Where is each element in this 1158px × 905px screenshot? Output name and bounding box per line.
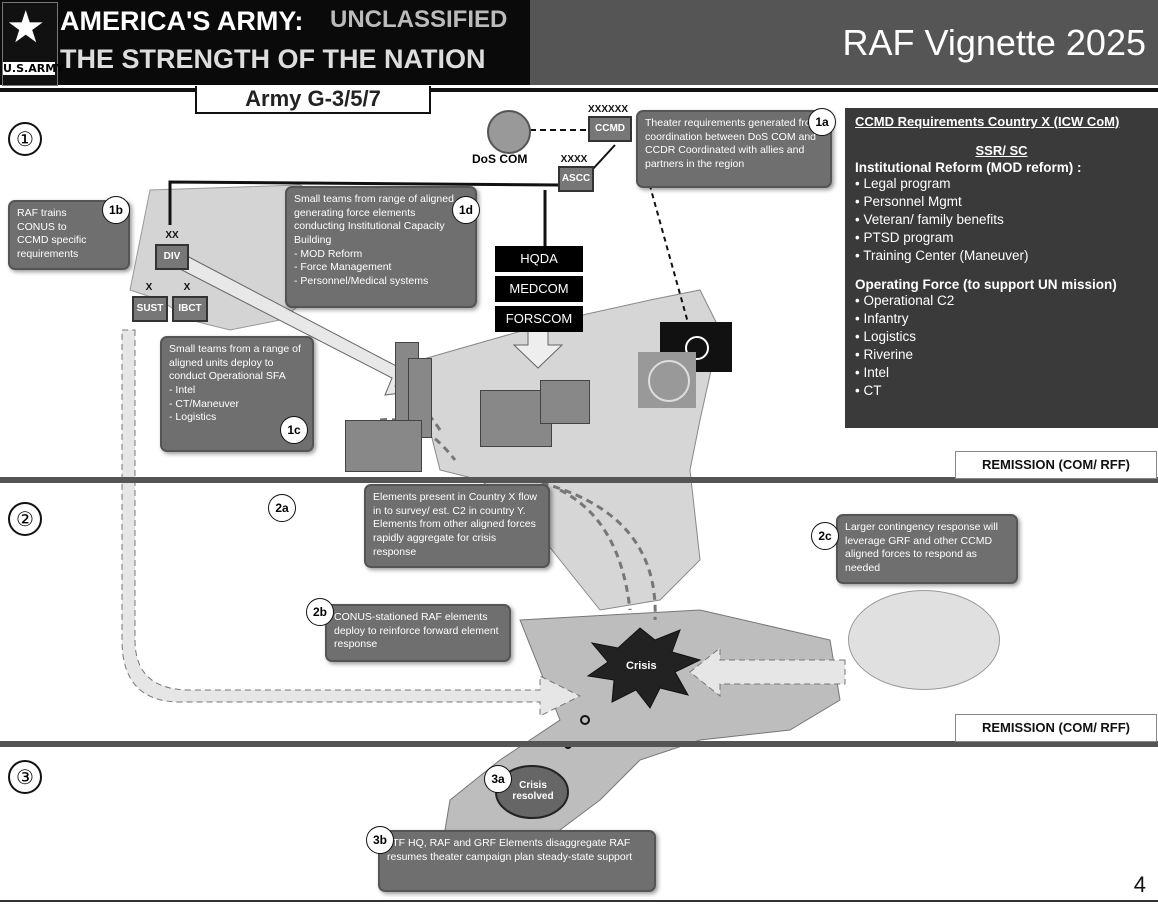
crisis-label: Crisis <box>626 660 657 672</box>
institutional-item: Training Center (Maneuver) <box>855 247 1148 265</box>
operating-heading: Operating Force (to support UN mission) <box>855 277 1117 292</box>
badge-3a: 3a <box>484 765 512 793</box>
badge-3b: 3b <box>366 826 394 854</box>
callout-3b-text: JTF HQ, RAF and GRF Elements disaggregat… <box>387 837 633 863</box>
ccmd-node: CCMD <box>588 116 632 142</box>
operating-item: Logistics <box>855 328 1148 346</box>
badge-1b: 1b <box>102 196 130 224</box>
institutional-item: Legal program <box>855 175 1148 193</box>
institutional-item: PTSD program <box>855 229 1148 247</box>
ccmd-panel-title: CCMD Requirements Country X (ICW CoM) <box>855 114 1120 129</box>
callout-1d-text: Small teams from range of aligned genera… <box>294 193 454 287</box>
grf-arrow <box>689 646 846 698</box>
callout-3b: JTF HQ, RAF and GRF Elements disaggregat… <box>378 830 656 892</box>
callout-1a-text: Theater requirements generated from coor… <box>645 117 820 170</box>
crisis-burst <box>586 627 702 709</box>
conus-arrow <box>121 329 582 717</box>
operating-item: Intel <box>855 364 1148 382</box>
classification-label: UNCLASSIFIED <box>330 6 508 33</box>
badge-2c: 2c <box>811 522 839 550</box>
institutional-heading: Institutional Reform (MOD reform) : <box>855 160 1082 175</box>
header-title-line2: THE STRENGTH OF THE NATION <box>60 44 486 74</box>
training-photo <box>540 380 590 424</box>
institutional-item: Personnel Mgmt <box>855 193 1148 211</box>
logo-text: U.S.ARMY <box>3 62 65 75</box>
forscom-box: FORSCOM <box>495 306 583 332</box>
org-tab: Army G-3/5/7 <box>195 86 431 114</box>
callout-2b: CONUS-stationed RAF elements deploy to r… <box>325 604 511 662</box>
troops-photo <box>345 420 422 472</box>
un-globe-icon <box>648 360 690 402</box>
badge-2b: 2b <box>306 598 334 626</box>
sust-unit: SUST <box>132 296 168 322</box>
slide-title: RAF Vignette 2025 <box>842 22 1146 63</box>
ascc-node: ASCC <box>558 166 594 192</box>
header-title-line1: AMERICA'S ARMY: <box>60 6 304 36</box>
star-icon: ★ <box>6 2 46 53</box>
medcom-box: MEDCOM <box>495 276 583 302</box>
footer-line <box>0 900 1158 902</box>
hqda-box: HQDA <box>495 246 583 272</box>
ascc-echelon: XXXX <box>560 154 588 165</box>
callout-1c-text: Small teams from a range of aligned unit… <box>169 343 301 424</box>
world-map-icon <box>848 590 1000 690</box>
callout-2b-text: CONUS-stationed RAF elements deploy to r… <box>334 611 499 651</box>
callout-2a: Elements present in Country X flow in to… <box>364 484 550 568</box>
crisis-resolved-label: Crisis resolved <box>512 780 554 802</box>
phase-separator-1 <box>0 477 1158 483</box>
callout-2a-text: Elements present in Country X flow in to… <box>373 491 537 558</box>
remission-label-2: REMISSION (COM/ RFF) <box>955 714 1157 742</box>
callout-2c: Larger contingency response will leverag… <box>836 514 1018 584</box>
badge-1d: 1d <box>452 196 480 224</box>
institutional-item: Veteran/ family benefits <box>855 211 1148 229</box>
callout-1d: Small teams from range of aligned genera… <box>285 186 477 308</box>
phase-3-marker: ③ <box>8 760 42 794</box>
callout-1c: Small teams from a range of aligned unit… <box>160 336 314 452</box>
ccmd-echelon: XXXXXX <box>588 104 629 115</box>
sust-echelon: X <box>145 282 153 293</box>
header-left <box>0 0 530 85</box>
dos-seal-icon <box>487 110 531 154</box>
phase-2-marker: ② <box>8 502 42 536</box>
div-echelon: XX <box>165 230 179 241</box>
ibct-unit: IBCT <box>172 296 208 322</box>
ibct-echelon: X <box>183 282 191 293</box>
hq-arrow <box>512 329 564 369</box>
ssr-sc-heading: SSR/ SC <box>975 143 1028 158</box>
badge-1c: 1c <box>280 416 308 444</box>
dos-com-label: DoS COM <box>472 152 528 166</box>
div-unit: DIV <box>155 244 189 270</box>
header-right <box>530 0 1158 85</box>
remission-label-1: REMISSION (COM/ RFF) <box>955 451 1157 479</box>
phase-separator-2 <box>0 741 1158 747</box>
operating-item: Infantry <box>855 310 1148 328</box>
callout-2c-text: Larger contingency response will leverag… <box>845 521 998 574</box>
callout-1a: Theater requirements generated from coor… <box>636 110 832 188</box>
phase-1-marker: ① <box>8 122 42 156</box>
ccmd-requirements-panel: CCMD Requirements Country X (ICW CoM) SS… <box>845 108 1158 428</box>
operating-item: Operational C2 <box>855 292 1148 310</box>
nato-star-icon <box>685 336 709 360</box>
callout-1b-text: RAF trains CONUS to CCMD specific requir… <box>17 207 87 260</box>
page-number: 4 <box>1133 872 1146 897</box>
badge-2a: 2a <box>268 494 296 522</box>
callout-1b: RAF trains CONUS to CCMD specific requir… <box>8 200 130 270</box>
operating-item: CT <box>855 382 1148 400</box>
operating-item: Riverine <box>855 346 1148 364</box>
badge-1a: 1a <box>808 108 836 136</box>
header-divider <box>0 88 1158 92</box>
